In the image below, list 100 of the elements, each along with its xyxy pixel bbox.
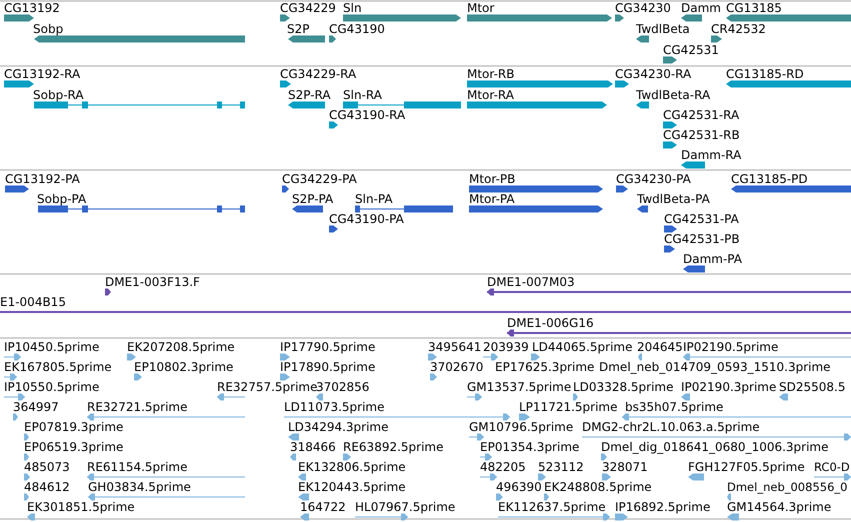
feature-label: Sln — [343, 1, 362, 15]
feature-label: CG13192-RA — [4, 67, 80, 81]
feature-label: RE32721.5prime — [87, 400, 188, 414]
feature-label: 204645 — [637, 340, 683, 354]
feature-label: TwdlBeta — [636, 22, 690, 36]
feature-label: LP11721.5prime — [519, 400, 618, 414]
feature-label: 3495641 — [428, 340, 482, 354]
feature-label: RE61154.5prime — [87, 460, 188, 474]
feature-label: 318466 — [290, 440, 336, 454]
feature-label: LD34294.3prime — [288, 420, 389, 434]
feature-label: HL07967.5prime — [355, 500, 456, 514]
feature-label: CG42531-PA — [664, 212, 739, 226]
feature-label: Damm-PA — [683, 252, 742, 266]
feature-label: 364997 — [13, 400, 59, 414]
feature-label: Damm — [681, 1, 721, 15]
feature-label: GH03834.5prime — [88, 480, 191, 494]
feature-label: TwdlBeta-RA — [636, 88, 710, 102]
feature-label: GM14564.3prime — [727, 500, 832, 514]
feature-label: Mtor-PB — [469, 172, 516, 186]
feature-label: RE32757.5prime — [217, 380, 318, 394]
feature-label: IP02190.3prime — [681, 380, 776, 394]
feature-label: EK112637.5prime — [498, 500, 606, 514]
feature-label: S2P — [287, 22, 310, 36]
feature-label: DMG2-chr2L.10.063.a.5prime — [582, 420, 760, 434]
feature-label: CG34230-PA — [616, 172, 691, 186]
feature-label: EP01354.3prime — [480, 440, 580, 454]
feature-label: bs35h07.5prime — [625, 400, 724, 414]
feature-label: CG13185-PD — [731, 172, 808, 186]
feature-label: Sobp — [33, 22, 64, 36]
feature-label: 3702856 — [316, 380, 370, 394]
feature-label: EP17625.3prime — [495, 360, 594, 374]
feature-label: LD03328.5prime — [573, 380, 674, 394]
feature-label: CG43190-PA — [329, 212, 404, 226]
feature-label: 3702670 — [430, 360, 484, 374]
feature-label: Sobp-PA — [37, 192, 86, 206]
feature-label: CG42531 — [663, 43, 719, 57]
feature-label: CG42531-RB — [663, 128, 740, 142]
feature-label: CG42531-RA — [663, 108, 740, 122]
feature-label: Dmel_neb_014709_0593_1510.3prime — [599, 360, 831, 374]
feature-label: Mtor-PA — [469, 192, 515, 206]
feature-label: 496390 — [496, 480, 542, 494]
feature-label: CG42531-PB — [664, 232, 740, 246]
feature-label: Mtor-RA — [467, 88, 514, 102]
feature-label: TwdlBeta-PA — [637, 192, 710, 206]
feature-label: IP10450.5prime — [4, 340, 100, 354]
feature-label: Sobp-RA — [33, 88, 84, 102]
feature-label: RC0-D — [814, 460, 850, 474]
feature-label: Mtor — [467, 1, 494, 15]
feature-label: EK167805.5prime — [4, 360, 112, 374]
feature-label: DME1-006G16 — [507, 316, 594, 330]
feature-label: CG34230 — [615, 1, 671, 15]
feature-label: DME1-003F13.F — [105, 275, 200, 289]
feature-label: 203939 — [483, 340, 529, 354]
feature-label: CR42532 — [711, 22, 766, 36]
feature-label: E1-004B15 — [0, 295, 66, 309]
feature-label: Mtor-RB — [467, 67, 514, 81]
feature-label: GM10796.5prime — [469, 420, 574, 434]
feature-label: 328071 — [602, 460, 648, 474]
feature-label: FGH127F05.5prime — [688, 460, 805, 474]
feature-label: EK248808.5prime — [544, 480, 652, 494]
feature-label: EP06519.3prime — [24, 440, 124, 454]
feature-label: EP10802.3prime — [134, 360, 234, 374]
feature-label: DME1-007M03 — [487, 275, 575, 289]
feature-label: CG43190-RA — [329, 108, 406, 122]
feature-label: Dmel_dig_018641_0680_1006.3prime — [601, 440, 829, 454]
feature-label: 164722 — [300, 500, 346, 514]
feature-label: Sln-PA — [355, 192, 393, 206]
feature-label: EP07819.3prime — [24, 420, 124, 434]
feature-label: CG13192 — [4, 1, 60, 15]
feature-label: EK301851.5prime — [27, 500, 135, 514]
feature-label: CG34229 — [280, 1, 336, 15]
feature-label: IP17890.5prime — [280, 360, 376, 374]
feature-label: S2P-PA — [292, 192, 334, 206]
feature-label: CG34229-PA — [282, 172, 357, 186]
feature-label: IP02190.5prime — [683, 340, 778, 354]
feature-label: S2P-RA — [288, 88, 331, 102]
feature-label: Dmel_neb_008556_0 — [727, 480, 848, 494]
feature-label: SD25508.5 — [779, 380, 846, 394]
feature-label: CG34229-RA — [280, 67, 356, 81]
feature-label: EK207208.5prime — [127, 340, 235, 354]
feature-label: 484612 — [24, 480, 70, 494]
feature-label: CG13185 — [726, 1, 782, 15]
feature-label: Sln-RA — [343, 88, 382, 102]
feature-label: 523112 — [538, 460, 584, 474]
feature-label: GM13537.5prime — [467, 380, 572, 394]
feature-label: IP16892.5prime — [615, 500, 710, 514]
feature-label: EK120443.5prime — [298, 480, 406, 494]
feature-label: LD44065.5prime — [532, 340, 633, 354]
feature-label: 482205 — [480, 460, 526, 474]
feature-label: CG13192-PA — [5, 172, 80, 186]
feature-label: Damm-RA — [681, 148, 742, 162]
feature-label: RE63892.5prime — [343, 440, 444, 454]
feature-label: CG43190 — [329, 22, 385, 36]
feature-label: EK132806.5prime — [298, 460, 406, 474]
feature-label: IP10550.5prime — [4, 380, 100, 394]
feature-label: CG34230-RA — [615, 67, 692, 81]
feature-label: IP17790.5prime — [280, 340, 376, 354]
feature-label: CG13185-RD — [726, 67, 804, 81]
feature-label: LD11073.5prime — [284, 400, 385, 414]
feature-label: 485073 — [24, 460, 70, 474]
